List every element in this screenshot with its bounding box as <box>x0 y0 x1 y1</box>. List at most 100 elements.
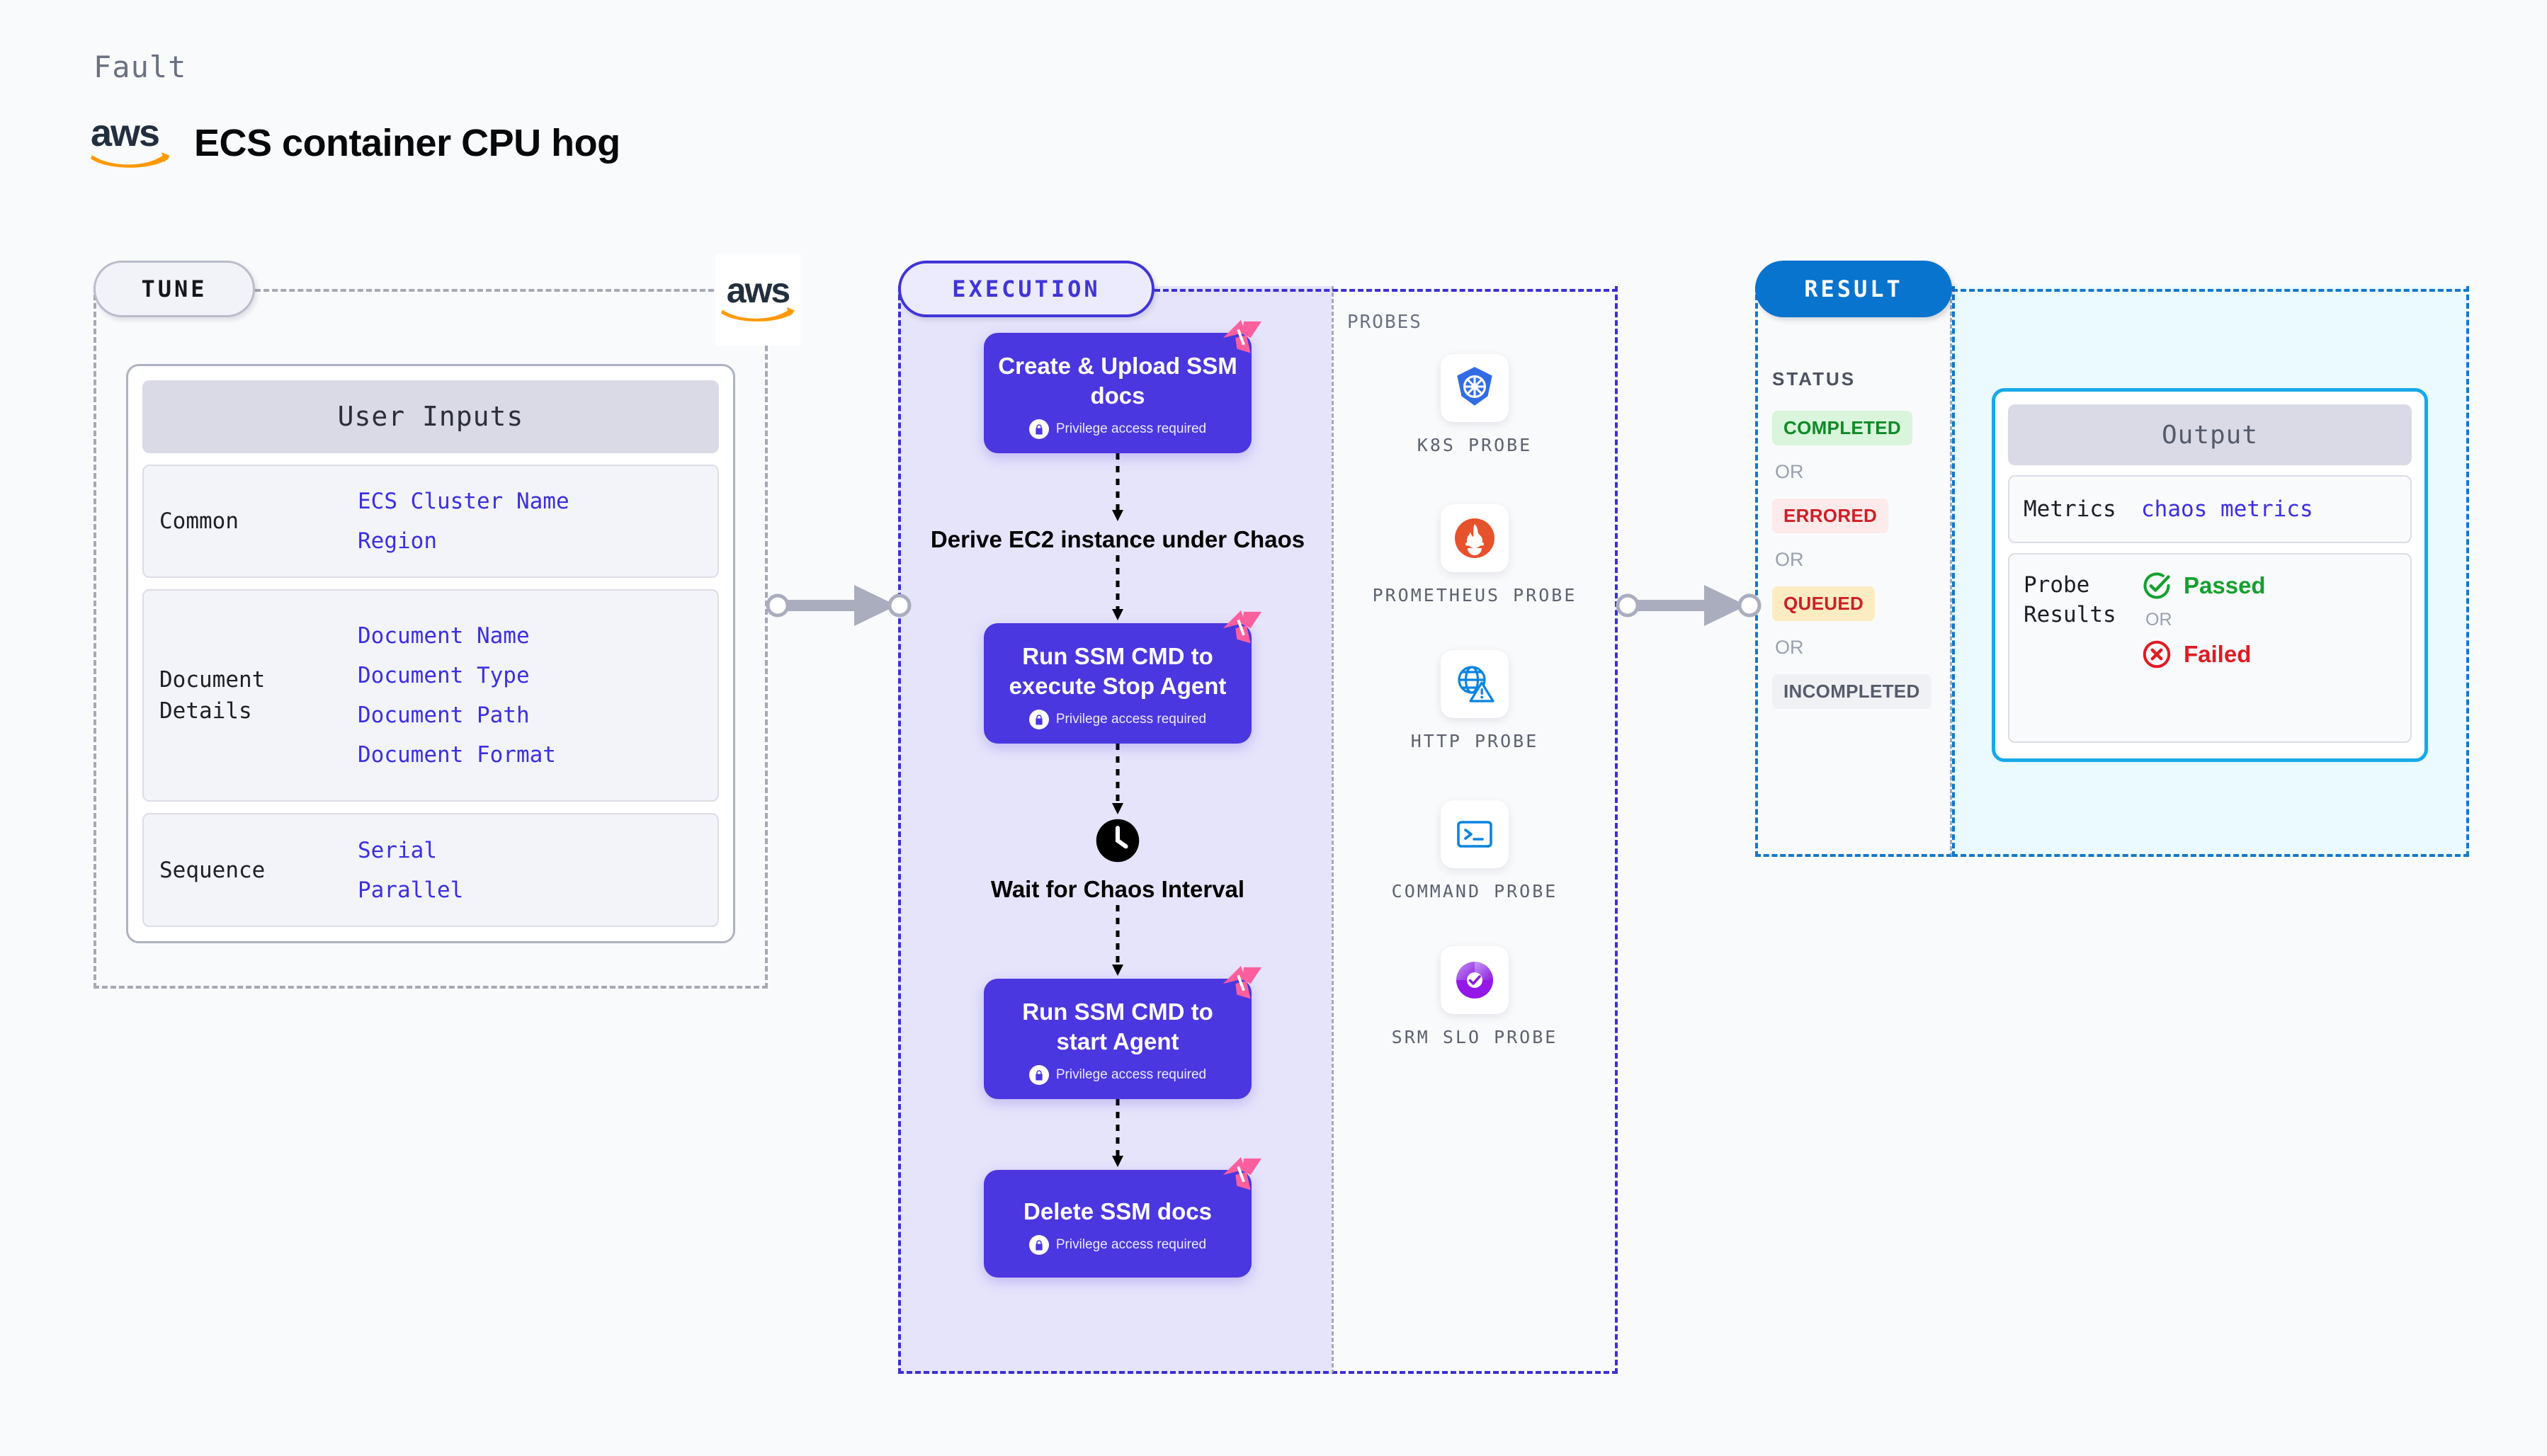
probe-item-prometheus[interactable]: PROMETHEUS PROBE <box>1346 504 1604 608</box>
flow-arrow-down <box>1112 453 1123 521</box>
execution-step-wait: Wait for Chaos Interval <box>912 817 1323 905</box>
tune-group-document-details: Document Details Document Name Document … <box>142 589 719 802</box>
probe-label: K8S PROBE <box>1417 435 1533 455</box>
privilege-note-text: Privilege access required <box>1055 1067 1207 1082</box>
page-kicker: Fault <box>93 50 187 84</box>
tune-badge[interactable]: TUNE <box>93 261 255 317</box>
flow-arrow-down <box>1112 905 1123 976</box>
execution-step-title: Derive EC2 instance under Chaos <box>930 526 1305 552</box>
verdict-passed[interactable]: Passed <box>2141 570 2266 601</box>
tune-group-label: Common <box>159 508 239 534</box>
probe-item-srm-slo[interactable]: SRM SLO PROBE <box>1346 946 1604 1050</box>
privilege-note: Privilege access required <box>998 419 1237 439</box>
execution-step-title: Wait for Chaos Interval <box>990 876 1245 902</box>
litmus-pin-icon <box>1223 965 1262 999</box>
metrics-label: Metrics <box>2024 496 2116 522</box>
flow-arrow-down <box>1112 555 1123 620</box>
tune-lead-line <box>255 289 722 292</box>
output-card: Output Metrics chaos metrics Probe Resul… <box>1992 388 2428 762</box>
aws-marker-smile-icon <box>721 307 795 322</box>
execution-step-card[interactable]: Run SSM CMD to execute Stop Agent Privil… <box>984 610 1262 744</box>
execution-step-plain: Derive EC2 instance under Chaos <box>912 524 1323 555</box>
flow-arrow-down <box>1112 744 1123 814</box>
tune-value[interactable]: Document Format <box>358 742 556 768</box>
page-title: ECS container CPU hog <box>194 122 620 164</box>
tune-value[interactable]: Region <box>358 528 437 554</box>
tune-value[interactable]: ECS Cluster Name <box>358 488 569 514</box>
result-lead-line <box>1952 289 2469 292</box>
execution-step-card[interactable]: Create & Upload SSM docs Privilege acces… <box>984 319 1262 453</box>
probes-list: K8S PROBE PROMETHEUS PROBE <box>1346 354 1604 1050</box>
probe-tile <box>1441 946 1509 1014</box>
tune-value[interactable]: Parallel <box>358 877 464 903</box>
privilege-note-text: Privilege access required <box>1055 1237 1207 1252</box>
tune-group-common: Common ECS Cluster Name Region <box>142 464 719 579</box>
probe-results-label: Probe Results <box>2024 572 2116 627</box>
metrics-value[interactable]: chaos metrics <box>2141 496 2313 522</box>
execution-step-card[interactable]: Delete SSM docs Privilege access require… <box>984 1156 1262 1278</box>
probe-tile <box>1441 504 1509 572</box>
clock-icon <box>1096 819 1140 863</box>
terminal-icon <box>1457 821 1492 848</box>
aws-logo-marker: aws <box>715 254 800 346</box>
status-panel <box>1755 286 1952 857</box>
or-separator: OR <box>2145 610 2172 630</box>
page-title-row: aws ECS container CPU hog <box>91 112 620 169</box>
litmus-pin-icon <box>1223 1156 1262 1190</box>
tune-value[interactable]: Serial <box>358 837 437 863</box>
status-badge-incompleted[interactable]: INCOMPLETED <box>1772 674 1931 709</box>
probe-tile <box>1441 650 1509 718</box>
user-inputs-title: User Inputs <box>142 380 719 453</box>
probe-item-http[interactable]: HTTP PROBE <box>1346 650 1604 753</box>
aws-smile-icon <box>91 152 170 168</box>
result-badge[interactable]: RESULT <box>1755 261 1952 317</box>
output-row-metrics: Metrics chaos metrics <box>2008 475 2412 543</box>
privilege-note: Privilege access required <box>998 1065 1237 1085</box>
aws-wordmark: aws <box>91 112 160 154</box>
x-circle-icon <box>2143 640 2171 669</box>
probe-label: COMMAND PROBE <box>1391 881 1558 902</box>
aws-logo: aws <box>91 112 174 169</box>
status-badge-errored[interactable]: ERRORED <box>1772 499 1889 533</box>
tune-value[interactable]: Document Type <box>358 663 530 689</box>
tune-group-values: Document Name Document Type Document Pat… <box>358 623 556 768</box>
tune-group-label: Document Details <box>159 667 266 724</box>
execution-step-card[interactable]: Run SSM CMD to start Agent Privilege acc… <box>984 965 1262 1099</box>
or-separator: OR <box>1775 549 1804 570</box>
status-badge-completed[interactable]: COMPLETED <box>1772 411 1912 445</box>
flow-arrow-down <box>1112 1099 1123 1167</box>
probe-item-k8s[interactable]: K8S PROBE <box>1346 354 1604 457</box>
execution-flow: Create & Upload SSM docs Privilege acces… <box>912 319 1323 1278</box>
tune-group-values: ECS Cluster Name Region <box>358 489 569 554</box>
prometheus-icon <box>1455 518 1494 558</box>
output-title: Output <box>2008 404 2412 465</box>
check-circle-icon <box>2143 572 2170 599</box>
execution-badge[interactable]: EXECUTION <box>898 261 1155 317</box>
tune-group-label: Sequence <box>159 857 266 883</box>
verdict-passed-text: Passed <box>2184 572 2266 598</box>
execution-step-title: Run SSM CMD to execute Stop Agent <box>1009 643 1227 699</box>
probe-tile <box>1441 354 1509 422</box>
verdict-failed[interactable]: Failed <box>2141 639 2266 670</box>
tune-value[interactable]: Document Name <box>358 623 530 649</box>
probe-tile <box>1441 800 1509 868</box>
status-list: COMPLETED OR ERRORED OR QUEUED OR INCOMP… <box>1772 411 1935 709</box>
status-label: STATUS <box>1772 368 1856 389</box>
tune-panel <box>93 286 768 989</box>
lock-icon <box>1028 710 1049 729</box>
status-badge-queued[interactable]: QUEUED <box>1772 586 1876 621</box>
probe-label: HTTP PROBE <box>1410 731 1539 751</box>
execution-step-title: Run SSM CMD to start Agent <box>1022 999 1213 1054</box>
probe-item-command[interactable]: COMMAND PROBE <box>1346 800 1604 904</box>
lock-icon <box>1028 419 1049 439</box>
or-separator: OR <box>1775 461 1804 482</box>
srm-slo-icon <box>1456 962 1493 999</box>
verdict-failed-text: Failed <box>2184 641 2252 667</box>
connector-tune-to-execution <box>766 585 912 626</box>
privilege-note-text: Privilege access required <box>1055 712 1207 727</box>
tune-value[interactable]: Document Path <box>358 703 530 729</box>
probe-results-values: Passed OR Failed <box>2141 570 2266 670</box>
privilege-note: Privilege access required <box>998 1235 1237 1255</box>
connector-execution-to-result <box>1616 585 1762 626</box>
